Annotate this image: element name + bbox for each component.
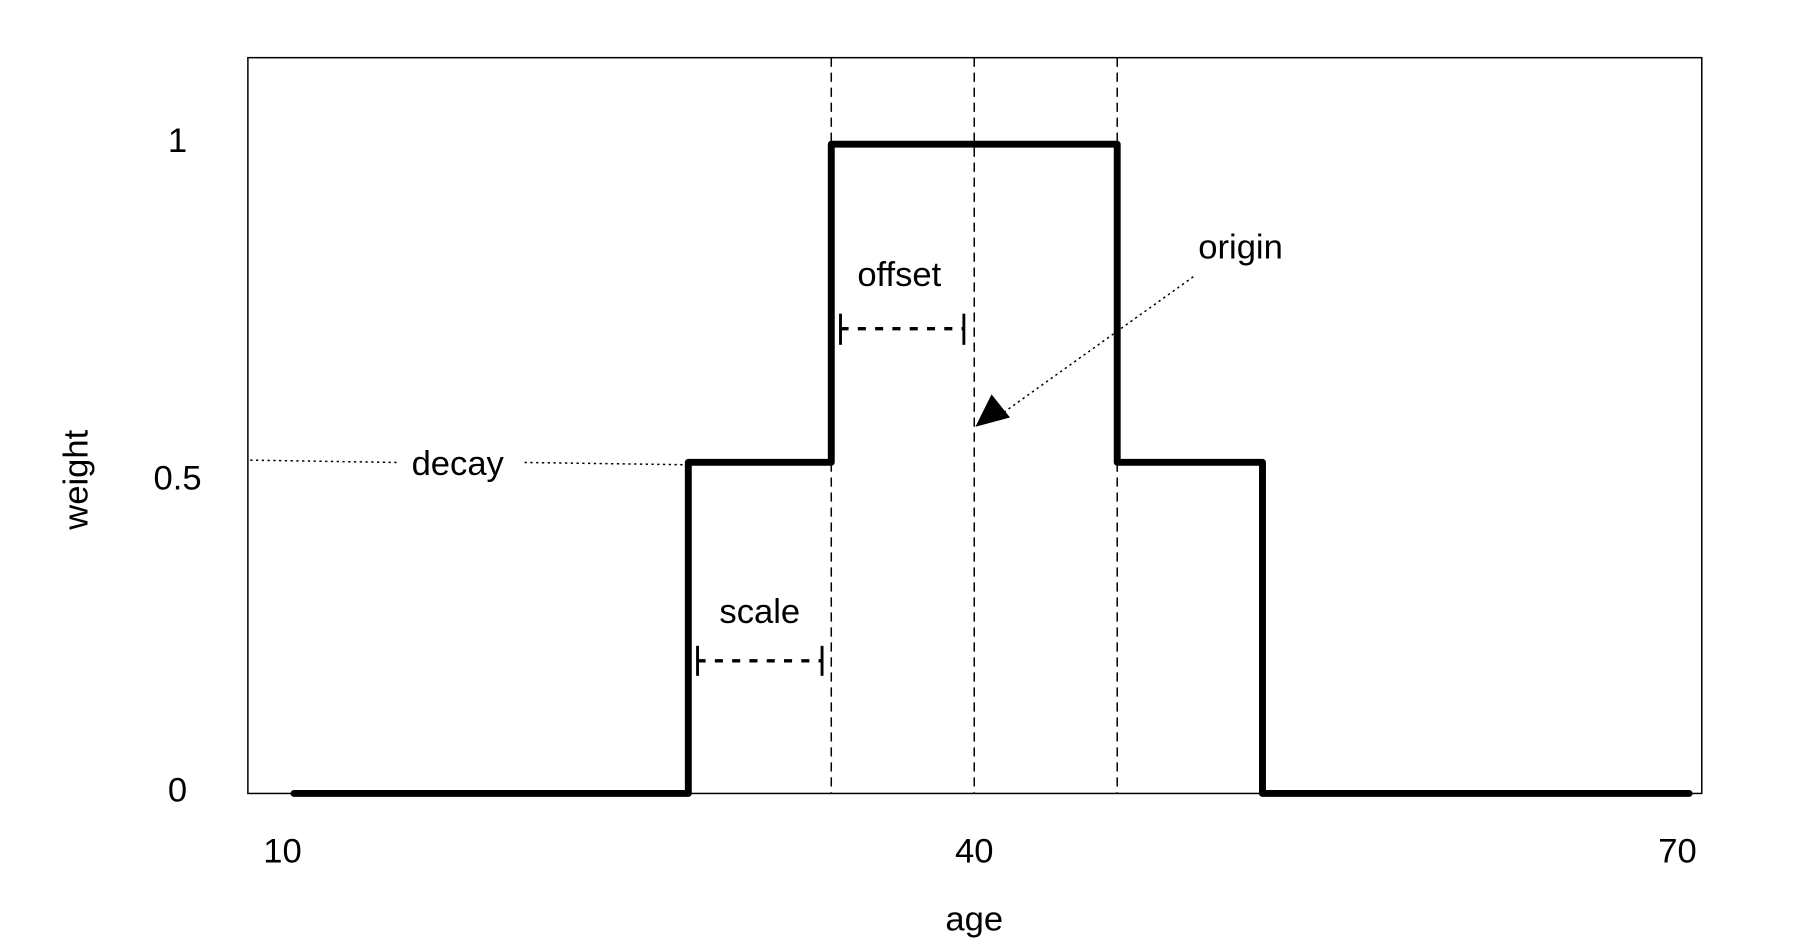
origin-arrow-line xyxy=(1002,276,1194,414)
scale-label: scale xyxy=(719,593,800,631)
origin-arrowhead xyxy=(975,394,1010,427)
y-tick-label: 1 xyxy=(168,122,187,160)
y-tick-label: 0.5 xyxy=(154,460,202,498)
offset-label: offset xyxy=(857,256,941,294)
y-axis-label: weight xyxy=(58,429,96,530)
x-axis-label: age xyxy=(945,901,1003,939)
y-tick-label: 0 xyxy=(168,772,187,810)
decay-label: decay xyxy=(412,445,505,483)
decay-leader-right xyxy=(524,461,688,466)
x-tick-label: 10 xyxy=(263,833,301,871)
weight-series-line xyxy=(290,140,1693,797)
origin-label: origin xyxy=(1198,228,1283,266)
x-tick-label: 70 xyxy=(1658,833,1696,871)
x-tick-label: 40 xyxy=(955,833,993,871)
decay-leader-left xyxy=(250,459,398,464)
